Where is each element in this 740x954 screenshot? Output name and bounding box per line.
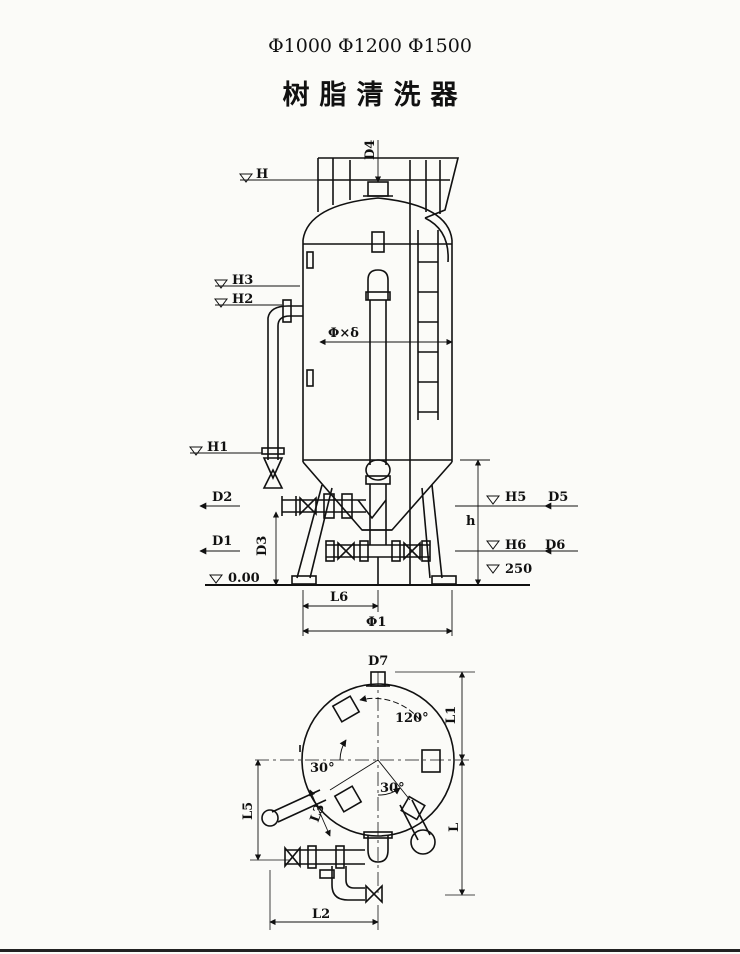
vessel-cone xyxy=(302,461,453,531)
dim-L1: L1 xyxy=(444,706,459,724)
label-D1: D1 xyxy=(212,534,232,549)
dim-h: h xyxy=(466,514,476,529)
size-list: Φ1000 Φ1200 Φ1500 xyxy=(268,35,472,57)
label-D3: D3 xyxy=(255,536,270,556)
inner-pipe-top xyxy=(367,269,389,300)
label-D6: D6 xyxy=(545,538,565,553)
left-pipe xyxy=(267,305,303,460)
dim-L6: L6 xyxy=(330,590,348,605)
level-H2: H2 xyxy=(232,292,253,307)
dim-phi1: Φ1 xyxy=(366,615,386,630)
elevation-view xyxy=(189,140,578,636)
level-H1: H1 xyxy=(207,440,228,455)
angle-30-right: 30° xyxy=(380,781,405,796)
label-D2: D2 xyxy=(212,490,232,505)
angle-30-left: 30° xyxy=(310,761,335,776)
dim-L3: L3 xyxy=(308,802,328,824)
dim-250: 250 xyxy=(505,562,532,577)
dim-L5: L5 xyxy=(241,802,256,820)
page-title: 树脂清洗器 xyxy=(283,80,468,111)
top-nozzle xyxy=(367,181,389,197)
level-H: H xyxy=(256,167,268,182)
bottom-border xyxy=(0,949,740,952)
level-H5: H5 xyxy=(505,490,526,505)
dim-phi-delta: Φ×δ xyxy=(328,326,359,341)
level-H3: H3 xyxy=(232,273,253,288)
label-D5: D5 xyxy=(548,490,568,505)
dim-L: L xyxy=(447,823,462,832)
level-zero: 0.00 xyxy=(228,571,260,586)
angle-120: 120° xyxy=(395,711,429,726)
label-D7: D7 xyxy=(368,654,388,669)
dim-L2: L2 xyxy=(312,907,330,922)
vessel-dome xyxy=(302,197,453,241)
label-D4: D4 xyxy=(363,140,378,160)
plan-view xyxy=(250,671,475,930)
right-leg xyxy=(431,484,443,579)
level-H6: H6 xyxy=(505,538,526,553)
